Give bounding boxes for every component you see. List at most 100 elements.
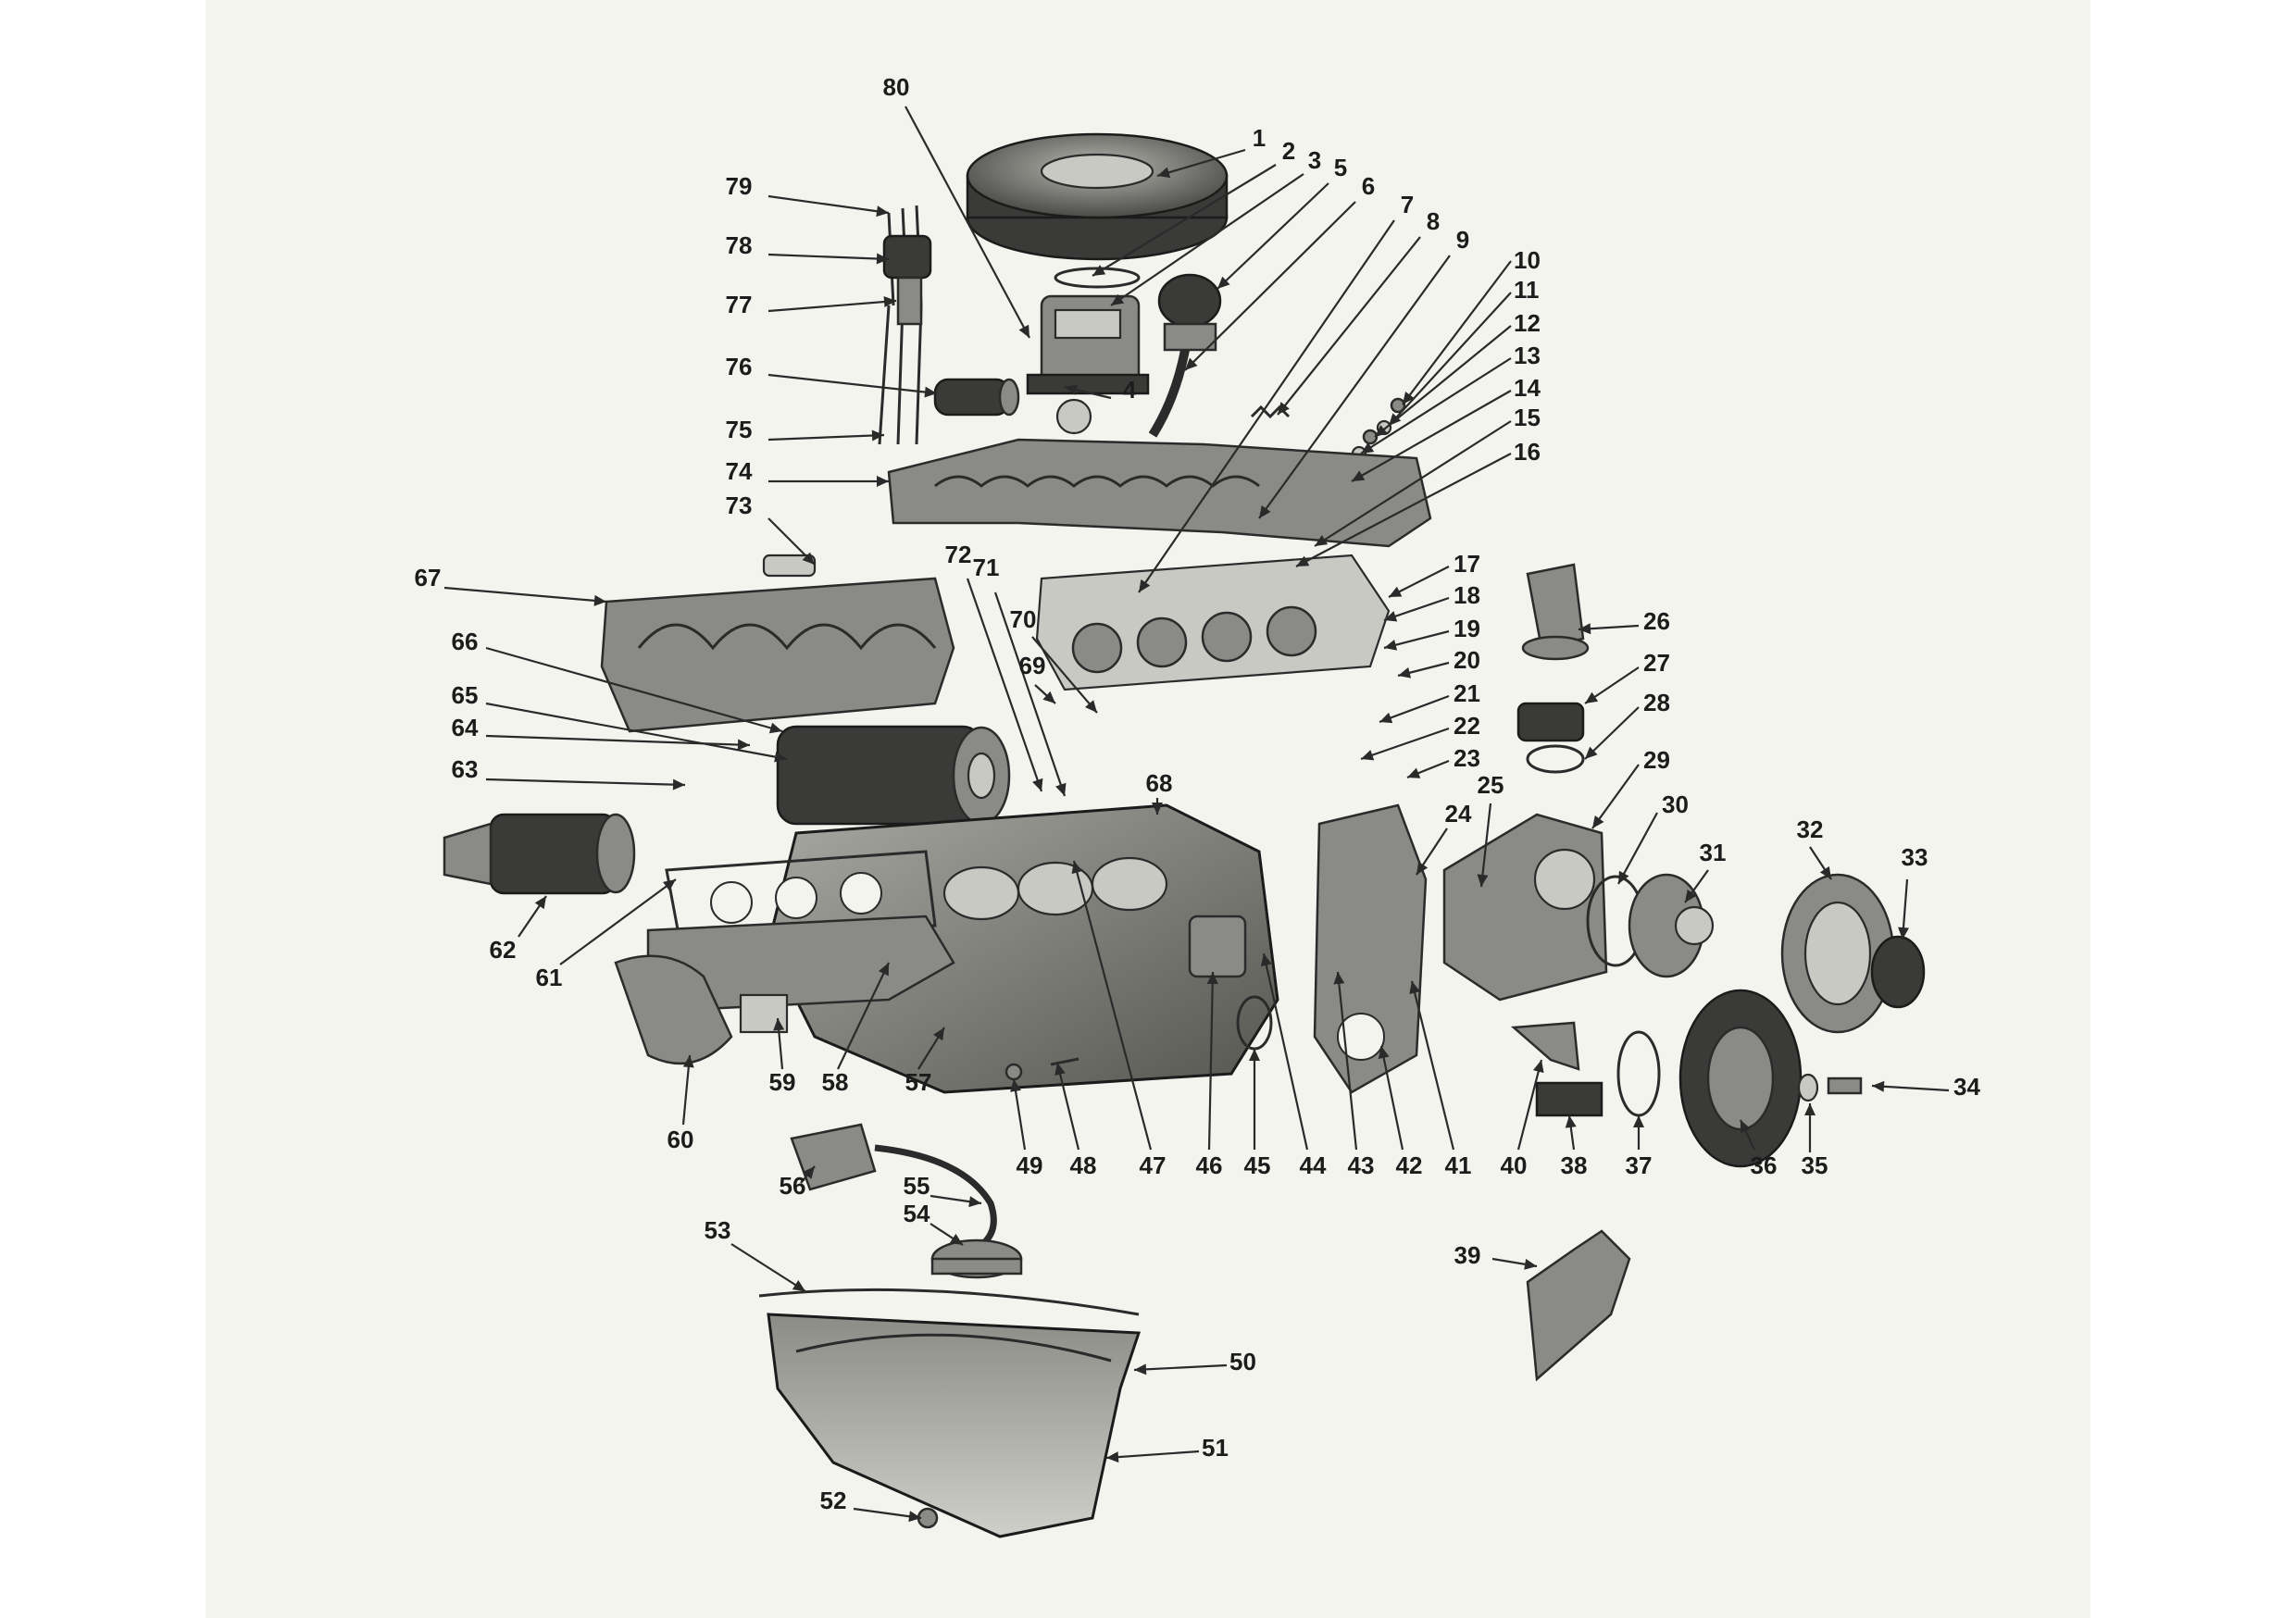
distributor-part	[878, 205, 932, 445]
callout-4: 4	[1123, 376, 1137, 404]
callout-24: 24	[1445, 800, 1472, 828]
callout-13: 13	[1514, 342, 1541, 369]
callout-11: 11	[1514, 276, 1540, 304]
callout-18: 18	[1454, 581, 1480, 609]
leader-line-71	[993, 591, 1067, 797]
callout-64: 64	[452, 714, 479, 741]
engine-support-part	[1526, 1229, 1631, 1382]
callout-31: 31	[1700, 839, 1727, 866]
callout-7: 7	[1401, 191, 1414, 218]
callout-70: 70	[1010, 605, 1037, 633]
callout-34: 34	[1953, 1073, 1980, 1101]
callout-67: 67	[415, 564, 442, 591]
arrowhead-35	[1804, 1103, 1816, 1115]
arrowhead-54	[949, 1233, 963, 1245]
callout-72: 72	[945, 541, 972, 568]
leader-line-2	[1092, 164, 1277, 277]
callout-68: 68	[1146, 769, 1173, 797]
arrowhead-17	[1389, 586, 1403, 597]
leader-line-66	[485, 646, 783, 733]
oil-pan-part	[767, 1313, 1142, 1538]
arrowhead-55	[968, 1196, 981, 1208]
oil-filler-part	[1148, 273, 1222, 438]
arrowhead-74	[877, 476, 889, 487]
carburetor-part	[1026, 294, 1150, 395]
arrowhead-23	[1407, 767, 1421, 778]
head-gasket-part	[665, 850, 937, 946]
arrowhead-48	[1054, 1063, 1066, 1077]
arrowhead-57	[933, 1027, 944, 1041]
callout-39: 39	[1454, 1241, 1481, 1269]
callout-37: 37	[1626, 1151, 1653, 1179]
leader-line-47	[1072, 860, 1153, 1151]
callout-41: 41	[1445, 1151, 1472, 1179]
callout-74: 74	[726, 457, 753, 485]
arrowhead-59	[773, 1018, 785, 1031]
leader-line-29	[1591, 764, 1640, 829]
callout-80: 80	[883, 73, 910, 101]
callout-56: 56	[780, 1172, 806, 1200]
callout-10: 10	[1514, 246, 1541, 274]
callout-12: 12	[1514, 309, 1541, 337]
arrowhead-63	[672, 778, 685, 790]
callout-30: 30	[1662, 790, 1689, 818]
callout-50: 50	[1229, 1348, 1256, 1375]
callout-2: 2	[1282, 137, 1295, 165]
arrowhead-15	[1315, 534, 1329, 546]
callout-44: 44	[1300, 1151, 1327, 1179]
callout-42: 42	[1396, 1151, 1423, 1179]
arrowhead-72	[1032, 778, 1043, 791]
pan-gasket-part	[758, 1288, 1140, 1316]
leader-line-70	[1031, 636, 1098, 714]
callout-51: 51	[1202, 1434, 1229, 1462]
leader-line-78	[767, 253, 890, 261]
arrowhead-22	[1361, 750, 1375, 761]
callout-46: 46	[1196, 1151, 1223, 1179]
callout-1: 1	[1253, 124, 1266, 152]
leader-line-58	[837, 962, 890, 1070]
arrowhead-31	[1685, 889, 1697, 902]
arrowhead-36	[1741, 1120, 1751, 1134]
air-cleaner-part	[966, 132, 1229, 261]
arrowhead-47	[1071, 861, 1083, 875]
leader-lines	[443, 106, 1950, 1523]
callout-48: 48	[1070, 1151, 1097, 1179]
pulley-hub-part	[1870, 935, 1926, 1009]
leader-line-3	[1110, 173, 1304, 306]
arrowhead-24	[1416, 861, 1429, 875]
arrowhead-62	[534, 896, 546, 910]
arrowhead-33	[1898, 927, 1909, 940]
arrowhead-70	[1084, 700, 1097, 713]
callout-21: 21	[1454, 679, 1480, 707]
arrowhead-12	[1375, 425, 1388, 437]
callout-65: 65	[452, 681, 479, 709]
leader-line-11	[1388, 292, 1512, 427]
arrowhead-46	[1206, 972, 1218, 985]
callout-25: 25	[1478, 771, 1504, 799]
arrowhead-49	[1010, 1079, 1021, 1092]
callout-55: 55	[904, 1172, 930, 1200]
leader-line-34	[1871, 1084, 1950, 1092]
leader-line-53	[730, 1243, 806, 1292]
callout-23: 23	[1454, 744, 1480, 772]
engine-artwork	[443, 132, 1926, 1538]
callout-35: 35	[1802, 1151, 1828, 1179]
callout-60: 60	[668, 1126, 694, 1153]
callout-53: 53	[705, 1216, 731, 1244]
leader-line-61	[559, 878, 677, 965]
leader-line-50	[1133, 1363, 1228, 1372]
callout-29: 29	[1643, 746, 1670, 774]
callout-5: 5	[1334, 154, 1347, 181]
callout-40: 40	[1501, 1151, 1528, 1179]
crank-pulley-part	[1678, 989, 1803, 1168]
arrowhead-61	[662, 879, 676, 891]
callout-57: 57	[905, 1068, 932, 1096]
arrowhead-25	[1477, 874, 1489, 887]
leader-line-21	[1379, 694, 1450, 724]
arrowhead-68	[1152, 803, 1163, 815]
callout-16: 16	[1514, 438, 1541, 466]
leader-line-8	[1277, 236, 1421, 416]
leader-line-13	[1360, 357, 1512, 454]
leader-line-12	[1374, 325, 1512, 438]
leader-line-40	[1516, 1059, 1543, 1151]
